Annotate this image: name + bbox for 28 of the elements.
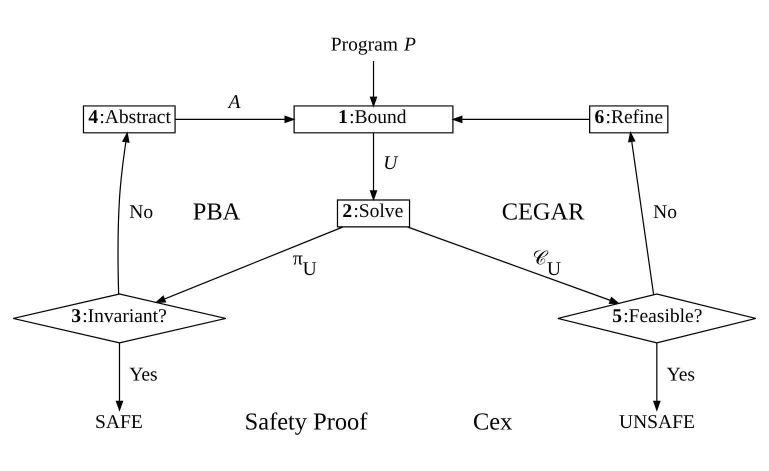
- edge-label: U: [383, 152, 398, 174]
- arrow: [370, 60, 378, 108]
- node-box: 1:Bound: [294, 104, 454, 133]
- arrow: [407, 226, 620, 304]
- edge-label: A: [228, 92, 240, 113]
- node-box: 6:Refine: [589, 104, 668, 133]
- label: Cex: [473, 408, 512, 436]
- arrow: [117, 130, 130, 294]
- edge-label: No: [653, 202, 678, 223]
- arrow: [116, 342, 124, 412]
- arrow: [451, 115, 590, 123]
- arrow: [652, 342, 661, 412]
- edge-label: Yes: [666, 364, 695, 385]
- label: Safety Proof: [244, 408, 368, 436]
- edge-label: Yes: [129, 364, 158, 385]
- node-text: UNSAFE: [618, 412, 695, 433]
- label: PBA: [192, 198, 240, 226]
- node-text: Program P: [330, 34, 416, 56]
- arrow: [154, 226, 344, 302]
- arrow: [175, 115, 296, 123]
- arrow: [628, 130, 654, 294]
- arrow: [370, 132, 378, 201]
- edge-label: No: [129, 202, 154, 223]
- label: CEGAR: [502, 198, 584, 226]
- node-text: SAFE: [95, 412, 143, 433]
- node-box: 2:Solve: [336, 198, 410, 227]
- node-box: 4:Abstract: [82, 104, 176, 133]
- node-diamond: 5:Feasible?: [557, 292, 756, 343]
